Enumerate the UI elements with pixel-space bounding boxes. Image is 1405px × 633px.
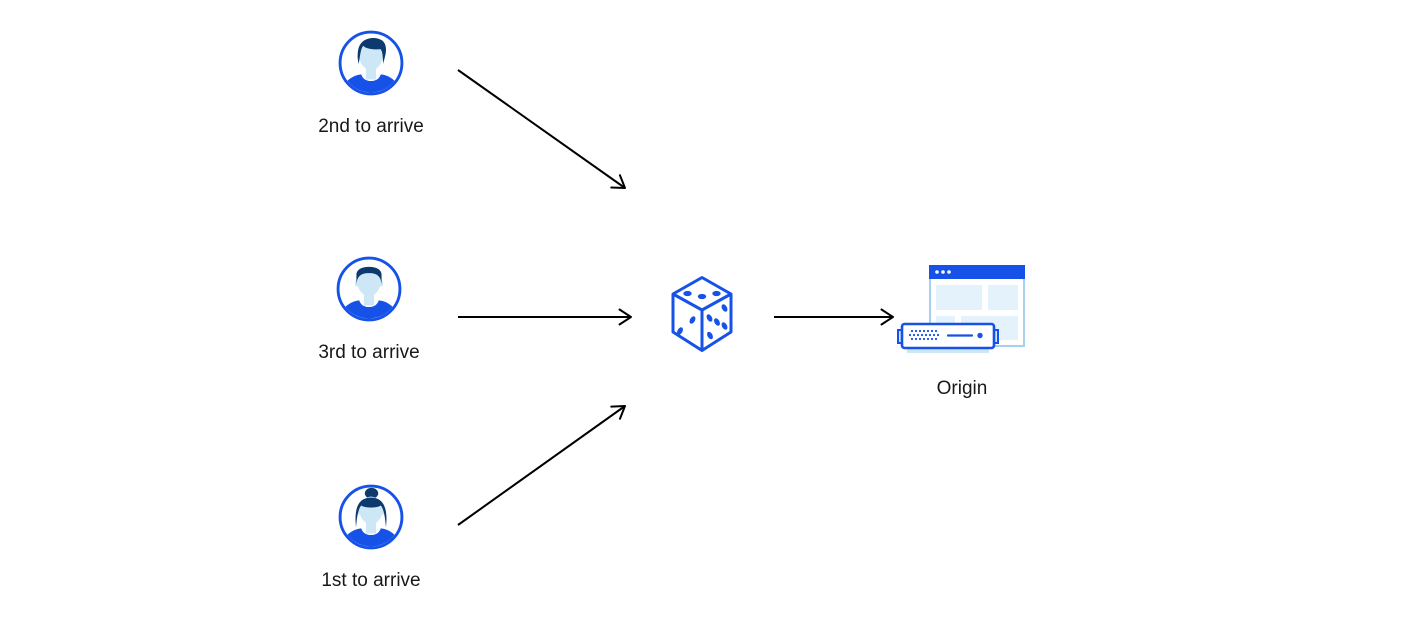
node-visitor-top: 2nd to arrive	[318, 30, 424, 137]
node-label: 1st to arrive	[321, 570, 421, 591]
node-label: Origin	[936, 378, 988, 399]
person-avatar-icon	[338, 484, 404, 550]
node-visitor-bottom: 1st to arrive	[321, 484, 421, 591]
node-visitor-middle: 3rd to arrive	[318, 256, 420, 363]
origin-server-icon	[897, 265, 1025, 353]
person-avatar-icon	[338, 30, 404, 96]
dice-icon	[671, 276, 733, 352]
person-avatar-icon	[336, 256, 402, 322]
node-dice	[666, 274, 738, 354]
arrow-visitor-bottom-to-dice	[457, 405, 626, 526]
node-label: 3rd to arrive	[318, 342, 420, 363]
arrow-visitor-top-to-dice	[457, 69, 626, 189]
node-label: 2nd to arrive	[318, 116, 424, 137]
node-origin: Origin	[896, 264, 1028, 399]
